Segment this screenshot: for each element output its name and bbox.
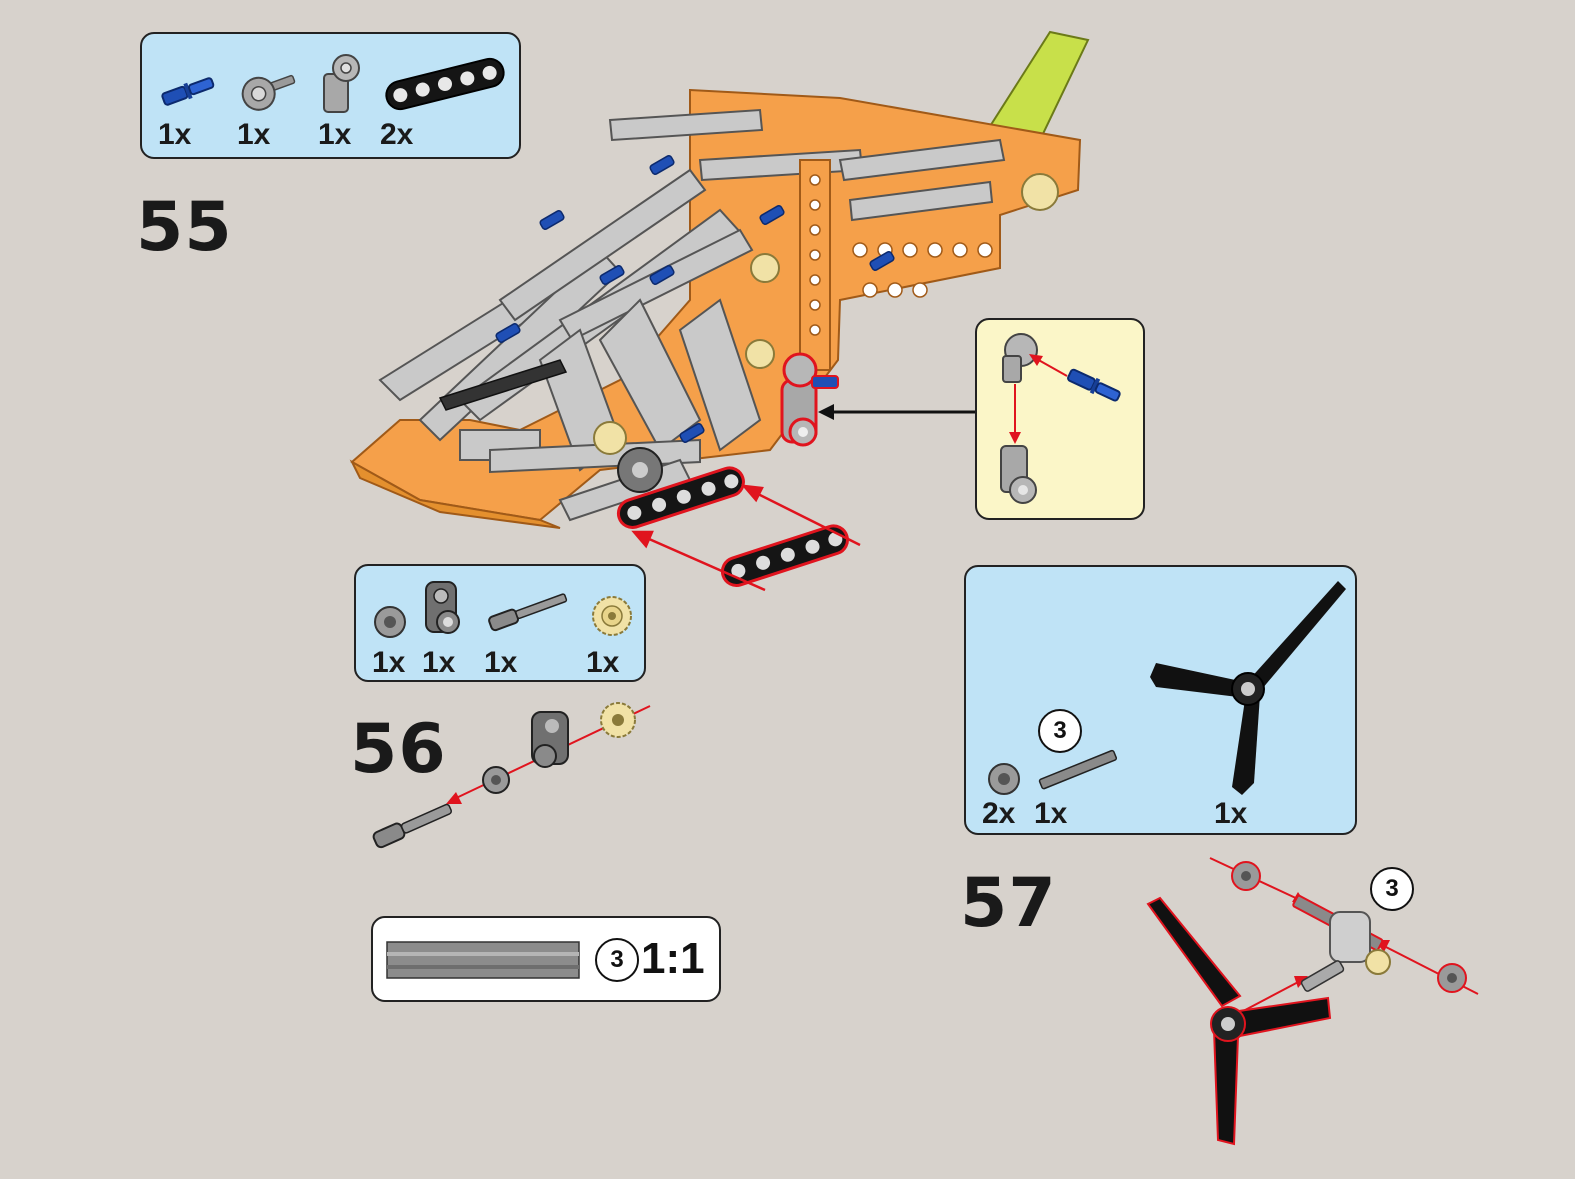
axle-pin-connector-icon [241,74,296,111]
step55-part3-qty: 1x [318,118,352,151]
step55-part4-qty: 2x [380,118,414,151]
step57-part2-qty: 1x [1034,797,1068,830]
step55-part1-qty: 1x [158,118,192,151]
axle-icon [1038,749,1118,790]
step56-part4-qty: 1x [586,646,620,679]
step56-parts-panel: 1x 1x 1x 1x [354,564,646,682]
blue-axle-pin-icon [161,77,215,106]
scale-length-badge: 3 [595,938,639,982]
step57-axle-length-callout: 3 [1370,867,1414,911]
step55-part2-qty: 1x [237,118,271,151]
step-number-57: 57 [960,864,1057,943]
axle-scale-icon [386,941,580,979]
axle-length-badge: 3 [1038,709,1082,753]
axle-pin-icon [488,593,568,632]
angle-connector-icon [323,54,360,113]
subassembly-callout [975,318,1145,520]
tan-gear-icon [592,596,632,636]
scale-ratio-label: 1:1 [641,934,705,983]
pin-connector-icon [425,581,460,634]
step57-parts-panel: 3 2x 1x 1x [964,565,1357,835]
bush-icon [988,763,1020,795]
bush-icon [374,606,406,638]
subassembly-diagram [1000,333,1121,504]
step56-part1-qty: 1x [372,646,406,679]
step-number-55: 55 [136,188,233,267]
step56-part3-qty: 1x [484,646,518,679]
scale-reference-box: 3 1:1 [371,916,721,1002]
step-number-56: 56 [350,710,447,789]
propeller-icon [1150,581,1346,795]
step55-parts-panel: 1x 1x 1x 2x [140,32,521,159]
step57-part3-qty: 1x [1214,797,1248,830]
step56-part2-qty: 1x [422,646,456,679]
black-liftarm-icon [385,57,505,111]
step57-part1-qty: 2x [982,797,1016,830]
